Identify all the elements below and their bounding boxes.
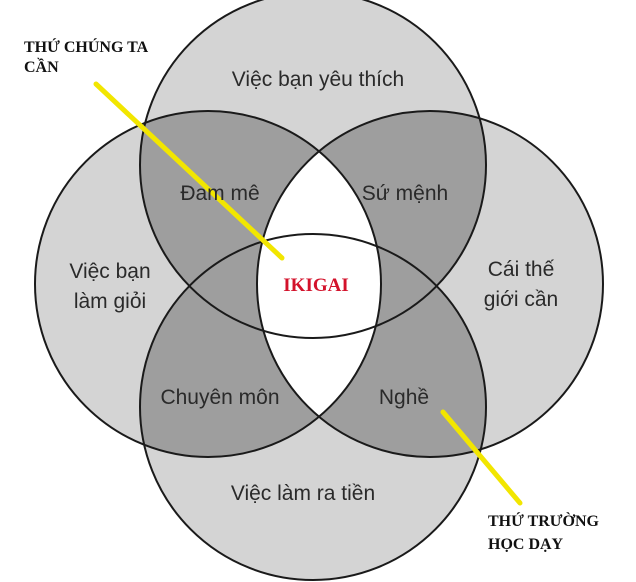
label-profession: Chuyên môn	[160, 386, 279, 409]
label-world-needs-line2: giới cần	[484, 288, 558, 311]
annotation-top-line1: THỨ CHÚNG TA	[24, 37, 149, 56]
label-love: Việc bạn yêu thích	[232, 68, 404, 91]
label-paid-for: Việc làm ra tiền	[231, 482, 375, 505]
label-good-at-line2: làm giỏi	[74, 290, 146, 313]
label-mission: Sứ mệnh	[362, 182, 448, 205]
annotation-top-line2: CẦN	[24, 57, 59, 76]
label-ikigai: IKIGAI	[283, 275, 348, 296]
pointer-line-top	[93, 81, 285, 261]
circle-outlines	[34, 0, 604, 581]
label-passion: Đam mê	[180, 182, 259, 205]
label-world-needs-line1: Cái thế	[488, 258, 555, 281]
annotation-bottom-line1: THỨ TRƯỜNG	[488, 511, 600, 530]
label-good-at-line1: Việc bạn	[69, 260, 150, 283]
annotation-bottom-line2: HỌC DẠY	[488, 536, 564, 553]
pointer-line-bottom	[440, 409, 523, 506]
center-lens	[257, 111, 381, 457]
label-vocation: Nghề	[379, 386, 429, 409]
